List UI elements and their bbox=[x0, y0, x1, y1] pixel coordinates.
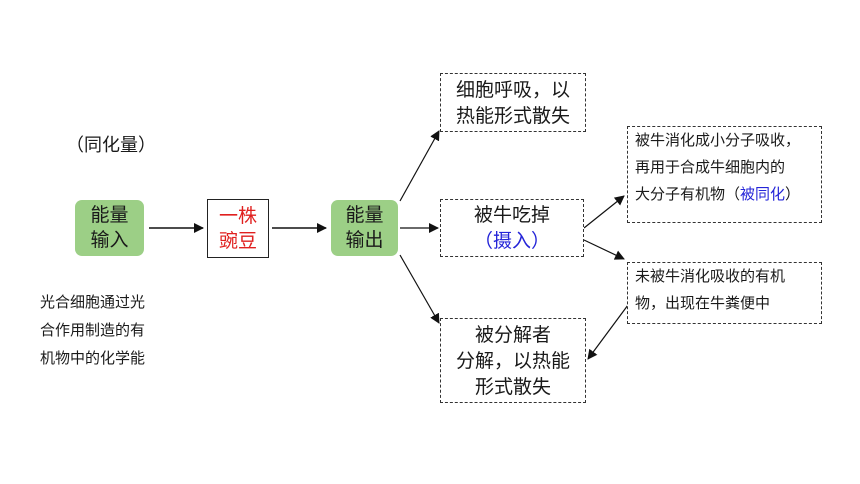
photosynthesis-line1: 光合细胞通过光 bbox=[40, 293, 146, 311]
energy-output-line2: 输出 bbox=[345, 229, 384, 251]
respiration-line2: 热能形式散失 bbox=[455, 104, 570, 127]
energy-input-line2: 输入 bbox=[90, 229, 129, 251]
undigested-line1: 未被牛消化吸收的有机 bbox=[635, 267, 786, 285]
eaten-line1: 被牛吃掉 bbox=[473, 204, 550, 226]
photosynthesis-note: 光合细胞通过光 合作用制造的有 机物中的化学能 bbox=[40, 288, 145, 372]
arrow-output-to-decomposed bbox=[399, 254, 440, 324]
assimilated-box: 被牛消化成小分子吸收， 再用于合成牛细胞内的 大分子有机物（被同化） bbox=[627, 126, 822, 223]
respiration-box: 细胞呼吸，以 热能形式散失 bbox=[440, 73, 586, 132]
undigested-box: 未被牛消化吸收的有机 物，出现在牛粪便中 bbox=[627, 262, 822, 324]
decomposer-box: 被分解者 分解，以热能 形式散失 bbox=[440, 318, 586, 403]
intake-label: （摄入） bbox=[473, 230, 550, 252]
arrow-output-to-respiration bbox=[399, 130, 440, 202]
assimilated-line3-suffix: ） bbox=[785, 185, 801, 203]
decomposed-line2: 分解，以热能 bbox=[455, 349, 570, 372]
energy-input-line1: 能量 bbox=[90, 204, 129, 226]
arrow-eaten-to-assimilated bbox=[583, 195, 625, 229]
assimilated-highlight: 被同化 bbox=[740, 185, 786, 203]
eaten-by-cow-box: 被牛吃掉 （摄入） bbox=[440, 199, 584, 257]
respiration-line1: 细胞呼吸，以 bbox=[455, 78, 570, 101]
assimilated-line3-prefix: 大分子有机物（ bbox=[635, 185, 741, 203]
energy-input-box: 能量 输入 bbox=[75, 200, 144, 256]
assimilated-line3: 大分子有机物（被同化） bbox=[635, 181, 800, 208]
assimilation-amount-label: （同化量） bbox=[66, 135, 156, 156]
energy-output-line1: 能量 bbox=[345, 204, 384, 226]
assimilated-line1: 被牛消化成小分子吸收， bbox=[635, 131, 801, 149]
undigested-line2: 物，出现在牛粪便中 bbox=[635, 294, 771, 312]
pea-plant-box: 一株 豌豆 bbox=[207, 199, 269, 258]
arrow-eaten-to-undigested bbox=[583, 239, 625, 260]
decomposed-line1: 被分解者 bbox=[474, 323, 551, 346]
pea-plant-line1: 一株 bbox=[218, 204, 257, 227]
decomposed-line3: 形式散失 bbox=[474, 375, 551, 398]
assimilated-line2: 再用于合成牛细胞内的 bbox=[635, 158, 786, 176]
arrow-undigested-to-decomposed bbox=[587, 304, 629, 360]
photosynthesis-line3: 机物中的化学能 bbox=[40, 349, 146, 367]
photosynthesis-line2: 合作用制造的有 bbox=[40, 321, 146, 339]
pea-plant-line2: 豌豆 bbox=[218, 229, 257, 252]
energy-output-box: 能量 输出 bbox=[331, 200, 398, 256]
